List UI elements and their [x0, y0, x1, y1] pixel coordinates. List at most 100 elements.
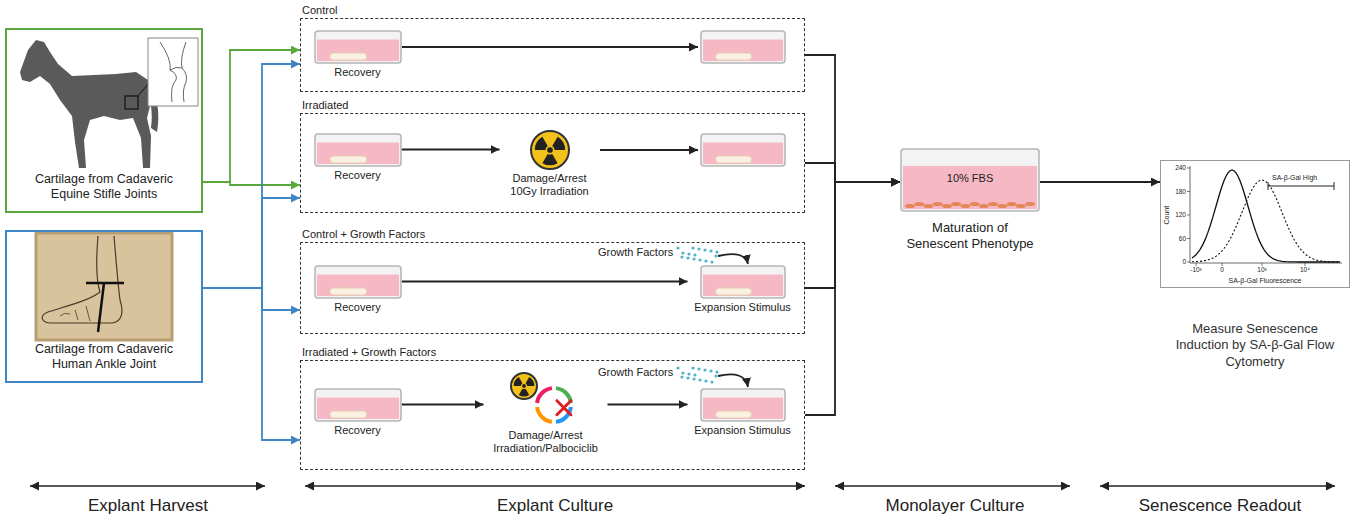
- growth-factor-dot: [715, 250, 718, 253]
- connector-arrow: [203, 182, 300, 185]
- horse-illustration: [20, 40, 152, 168]
- connector-arrow: [608, 404, 688, 406]
- foot-illustration: [60, 306, 90, 321]
- chart-text: SA-β-Gal Fluorescence: [1181, 277, 1349, 285]
- chart-text: SA-β-Gal High: [1271, 174, 1318, 182]
- growth-factor-dot: [691, 366, 694, 369]
- arrow: [600, 149, 698, 151]
- cell: [905, 204, 915, 208]
- growth-factor-dot: [709, 249, 712, 252]
- dish-wall: [315, 134, 401, 166]
- source-label: Cartilage from Cadaveric Human Ankle Joi…: [15, 342, 193, 373]
- culture-medium: [703, 397, 783, 418]
- horse-illustration: [20, 38, 198, 168]
- phase-arrow: [30, 485, 265, 486]
- connector-arrow: [402, 404, 484, 406]
- explant: [715, 53, 751, 60]
- phase-label: Senescence Readout: [1120, 496, 1320, 516]
- chart-axes: [1262, 263, 1263, 266]
- explant: [329, 411, 366, 418]
- growth-factor-dot: [709, 369, 712, 372]
- axis-tick: 10⁴: [1293, 266, 1317, 273]
- axis-tick: 0: [1168, 258, 1186, 265]
- group-heading: Irradiated: [302, 99, 348, 112]
- arrow: [402, 47, 748, 387]
- dish-wall: [315, 266, 401, 298]
- source-box: Cartilage from Cadaveric Equine Stifle J…: [5, 28, 203, 213]
- cell: [1016, 204, 1026, 208]
- culture-medium: [703, 274, 783, 295]
- dish-wall: [701, 31, 785, 63]
- step-label: Damage/Arrest Irradiation/Palbociclib: [484, 429, 608, 455]
- growth-factor-dot: [714, 374, 717, 377]
- horse-illustration: [160, 42, 187, 102]
- histogram-treated: [1192, 180, 1340, 262]
- growth-factor-dot: [681, 371, 684, 374]
- horse-illustration: [148, 38, 198, 106]
- connector-arrow: [203, 50, 300, 182]
- trefoil-blade: [542, 153, 557, 164]
- condition-group: ControlRecovery: [300, 18, 805, 92]
- dish-label: Recovery: [334, 301, 380, 314]
- growth-factor-dot: [697, 247, 700, 250]
- connector-arrow: [402, 149, 500, 151]
- connector-arrow: [805, 163, 900, 182]
- growth-factor-dot: [680, 375, 683, 378]
- axis-tick: 10³: [1250, 266, 1274, 273]
- dish-label: Maturation of Senescent Phenotype: [900, 220, 1040, 253]
- growth-factor-dot: [703, 368, 706, 371]
- chart-axes: [1187, 215, 1190, 216]
- dish-wall: [701, 389, 785, 421]
- trefoil-center: [522, 384, 526, 388]
- trefoil-blade: [513, 376, 522, 385]
- phase-arrow: [305, 485, 805, 486]
- phase-arrow: [835, 485, 1070, 486]
- step-label: Damage/Arrest 10Gy Irradiation: [500, 172, 600, 198]
- dish-label: Expansion Stimulus: [694, 301, 791, 314]
- explant: [715, 411, 751, 418]
- dish-label: Recovery: [334, 424, 380, 437]
- arrow: [718, 374, 748, 387]
- condition-group: Irradiated + Growth FactorsRecoveryDamag…: [300, 360, 805, 470]
- axis-tick: 120: [1168, 211, 1186, 218]
- trefoil-blade: [518, 388, 528, 396]
- growth-factor-dot: [710, 380, 713, 383]
- petri-dish: [314, 133, 402, 167]
- chart-axes: [1187, 191, 1190, 192]
- chart-axes: [1187, 262, 1190, 263]
- cell: [923, 204, 933, 208]
- petri-dish: [314, 30, 402, 64]
- petri-dish-node: Recovery: [314, 388, 402, 437]
- dish-label: Expansion Stimulus: [694, 424, 791, 437]
- explant: [329, 288, 366, 295]
- culture-medium: [317, 274, 399, 295]
- foot-illustration: [86, 283, 124, 332]
- gate-bar: [1268, 182, 1334, 190]
- radiation-symbol: [531, 131, 569, 169]
- dish-wall: [701, 134, 785, 166]
- dish-wall: [701, 266, 785, 298]
- connector-arrow: [203, 198, 300, 288]
- dish-wall: [315, 31, 401, 63]
- growth-factor-dot: [693, 253, 696, 256]
- cell: [970, 202, 980, 206]
- growth-factor-dot: [710, 260, 713, 263]
- phase-label: Monolayer Culture: [855, 496, 1055, 516]
- flow-histogram: SA-β-Gal HighCountSA-β-Gal FluorescenceM…: [1160, 160, 1350, 288]
- axis-tick: 240: [1168, 164, 1186, 171]
- cell: [960, 204, 970, 208]
- dish-label: Recovery: [334, 66, 380, 79]
- connector-arrow: [805, 55, 900, 182]
- cell: [1007, 202, 1017, 206]
- growth-factor-dot: [704, 379, 707, 382]
- petri-dish: [701, 31, 785, 63]
- group-heading: Irradiated + Growth Factors: [302, 346, 436, 359]
- connector-arrow: [203, 288, 300, 310]
- chart-axes: [1196, 263, 1197, 266]
- growth-factor-dot: [681, 251, 684, 254]
- growth-factor-dot: [691, 246, 694, 249]
- growth-factor-dot: [703, 248, 706, 251]
